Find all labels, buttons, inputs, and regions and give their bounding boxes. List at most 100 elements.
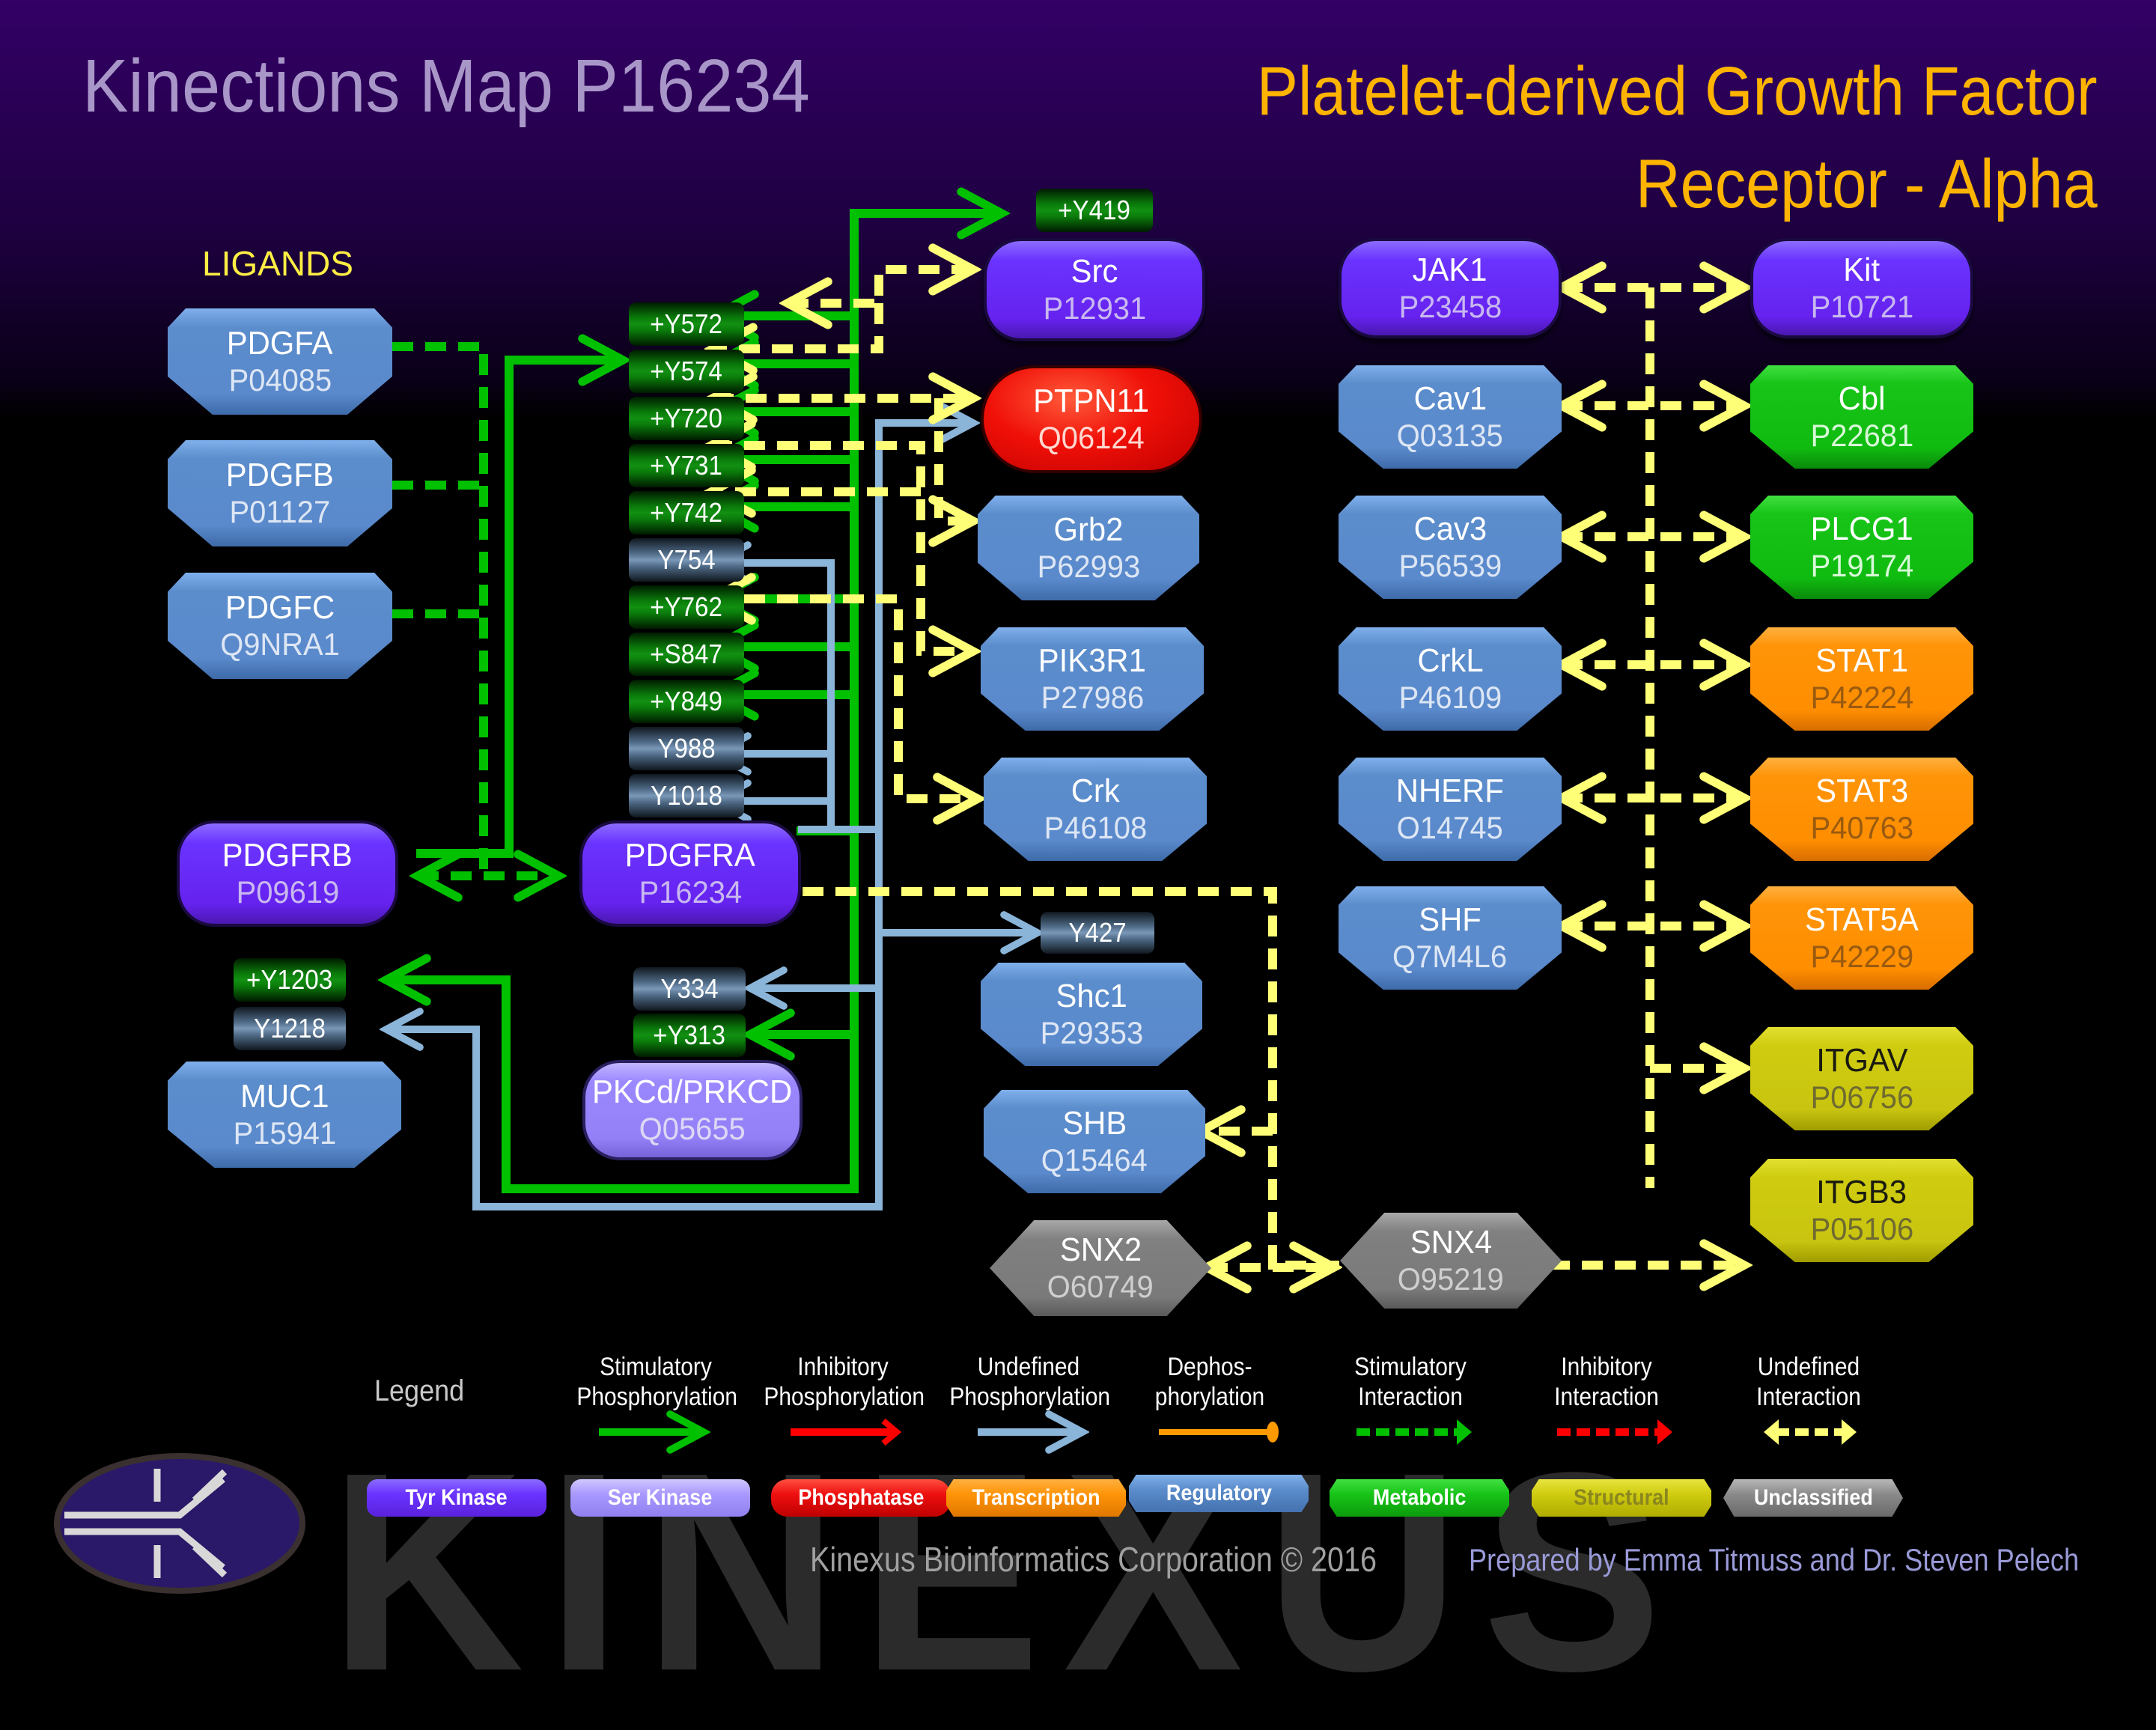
node-plcg1[interactable]: PLCG1 P19174 (1750, 496, 1973, 599)
site-label: +Y419 (1058, 195, 1131, 225)
node-name: Kit (1843, 251, 1881, 288)
edge-grb2-y720 (939, 398, 973, 521)
site-y742[interactable]: +Y742 (629, 491, 744, 534)
legend-label-line: Phosphorylation (949, 1383, 1110, 1411)
site-y849[interactable]: +Y849 (629, 680, 744, 723)
legend-label-line: Undefined (1757, 1353, 1860, 1381)
node-uniprot-id: Q03135 (1397, 418, 1503, 454)
node-uniprot-id: Q15464 (1041, 1142, 1148, 1178)
site-prkcd-y334[interactable]: Y334 (633, 967, 746, 1011)
site-label: +Y1203 (246, 964, 333, 995)
node-name: NHERF (1396, 772, 1504, 809)
node-nherf[interactable]: NHERF O14745 (1339, 758, 1562, 861)
legend-label-line: phorylation (1154, 1383, 1265, 1411)
node-ptpn11[interactable]: PTPN11 Q06124 (981, 365, 1202, 473)
node-uniprot-id: O95219 (1398, 1261, 1504, 1297)
node-name: SHF (1419, 901, 1482, 938)
node-name: PIK3R1 (1038, 642, 1147, 679)
node-shb[interactable]: SHB Q15464 (984, 1090, 1205, 1193)
legend-title: Legend (374, 1374, 465, 1407)
node-name: PDGFC (225, 588, 335, 626)
site-label: Y1218 (254, 1013, 326, 1044)
node-muc1[interactable]: MUC1 P15941 (168, 1062, 401, 1168)
site-shc1-y427[interactable]: Y427 (1041, 912, 1154, 954)
site-label: +Y572 (650, 308, 723, 339)
node-stat5a[interactable]: STAT5A P42229 (1750, 886, 1973, 990)
node-uniprot-id: Q7M4L6 (1392, 939, 1508, 975)
node-name: MUC1 (240, 1077, 329, 1115)
site-y762[interactable]: +Y762 (629, 585, 744, 629)
ligand-interaction-bus (392, 342, 558, 876)
undefined-interaction-edges (711, 269, 1744, 1267)
node-name: Src (1071, 252, 1118, 290)
legend-type-label: Structural (1574, 1485, 1669, 1510)
site-muc1-y1218[interactable]: Y1218 (234, 1007, 346, 1050)
protein-name-line1: Platelet-derived Growth Factor (1257, 53, 2098, 130)
node-name: SNX4 (1410, 1223, 1492, 1261)
node-uniprot-id: P10721 (1810, 289, 1913, 325)
legend-label-line: Stimulatory (600, 1353, 712, 1381)
node-snx4[interactable]: SNX4 O95219 (1340, 1213, 1562, 1309)
node-pdgfa[interactable]: PDGFA P04085 (168, 308, 392, 415)
node-kit[interactable]: Kit P10721 (1750, 238, 1973, 338)
site-y988[interactable]: Y988 (629, 727, 744, 770)
node-cav3[interactable]: Cav3 P56539 (1339, 496, 1562, 599)
site-y574[interactable]: +Y574 (629, 350, 744, 393)
node-uniprot-id: P16234 (639, 874, 742, 910)
site-src-y419[interactable]: +Y419 (1036, 189, 1153, 232)
node-shc1[interactable]: Shc1 P29353 (981, 963, 1202, 1066)
site-y731[interactable]: +Y731 (629, 444, 744, 487)
node-pdgfrb[interactable]: PDGFRB P09619 (177, 820, 398, 927)
node-uniprot-id: P40763 (1810, 810, 1913, 846)
legend-label-line: Interaction (1554, 1383, 1659, 1411)
node-crkl[interactable]: CrkL P46109 (1339, 627, 1562, 731)
map-title: Kinections Map P16234 (82, 44, 810, 128)
node-stat3[interactable]: STAT3 P40763 (1750, 758, 1973, 861)
node-grb2[interactable]: Grb2 P62993 (978, 496, 1199, 600)
site-y1018[interactable]: Y1018 (629, 774, 744, 817)
site-label: +Y720 (650, 403, 723, 433)
node-jak1[interactable]: JAK1 P23458 (1339, 238, 1562, 338)
site-muc1-y1203[interactable]: +Y1203 (234, 958, 346, 1002)
footer-prepared-by: Prepared by Emma Titmuss and Dr. Steven … (1469, 1542, 2080, 1577)
node-itgb3[interactable]: ITGB3 P05106 (1750, 1159, 1973, 1262)
legend-ser-kinase: Ser Kinase (570, 1479, 750, 1517)
footer-copyright: Kinexus Bioinformatics Corporation © 201… (810, 1540, 1377, 1579)
edge-pik3r1-y731 (711, 445, 973, 651)
node-pdgfra[interactable]: PDGFRA P16234 (579, 820, 801, 927)
node-shf[interactable]: SHF Q7M4L6 (1339, 886, 1562, 990)
site-s847[interactable]: +S847 (629, 633, 744, 676)
site-y572[interactable]: +Y572 (629, 302, 744, 346)
node-cbl[interactable]: Cbl P22681 (1750, 365, 1973, 469)
site-y754[interactable]: Y754 (629, 538, 744, 582)
protein-full-name: Platelet-derived Growth Factor Receptor … (1257, 45, 2098, 231)
site-y720[interactable]: +Y720 (629, 397, 744, 440)
site-prkcd-y313[interactable]: +Y313 (633, 1014, 746, 1057)
node-uniprot-id: P15941 (233, 1115, 336, 1151)
node-src[interactable]: Src P12931 (984, 238, 1205, 341)
node-crk[interactable]: Crk P46108 (984, 758, 1207, 861)
site-label: +Y849 (650, 686, 723, 716)
node-uniprot-id: P56539 (1398, 548, 1502, 584)
ligands-section-label: LIGANDS (202, 244, 353, 283)
node-itgav[interactable]: ITGAV P06756 (1750, 1027, 1973, 1130)
node-prkcd[interactable]: PKCd/PRKCD Q05655 (582, 1060, 803, 1160)
legend-type-label: Tyr Kinase (405, 1485, 508, 1510)
legend-dephos-label: Dephos-phorylation (1130, 1352, 1288, 1412)
node-snx2[interactable]: SNX2 O60749 (990, 1220, 1211, 1316)
site-label: +Y731 (650, 450, 723, 481)
node-uniprot-id: P06756 (1810, 1079, 1913, 1115)
node-pdgfc[interactable]: PDGFC Q9NRA1 (168, 573, 392, 679)
node-pik3r1[interactable]: PIK3R1 P27986 (981, 627, 1204, 731)
node-pdgfb[interactable]: PDGFB P01127 (168, 440, 392, 546)
legend-type-label: Ser Kinase (608, 1485, 713, 1510)
node-cav1[interactable]: Cav1 Q03135 (1339, 365, 1562, 469)
legend-label-line: Stimulatory (1354, 1353, 1467, 1381)
node-stat1[interactable]: STAT1 P42224 (1750, 627, 1973, 731)
node-name: Cav1 (1413, 380, 1487, 417)
legend-edge-samples (599, 1419, 1857, 1445)
node-uniprot-id: P29353 (1040, 1015, 1143, 1051)
edge-pdgfra-hub (803, 887, 1744, 1265)
legend-structural: Structural (1532, 1479, 1711, 1517)
